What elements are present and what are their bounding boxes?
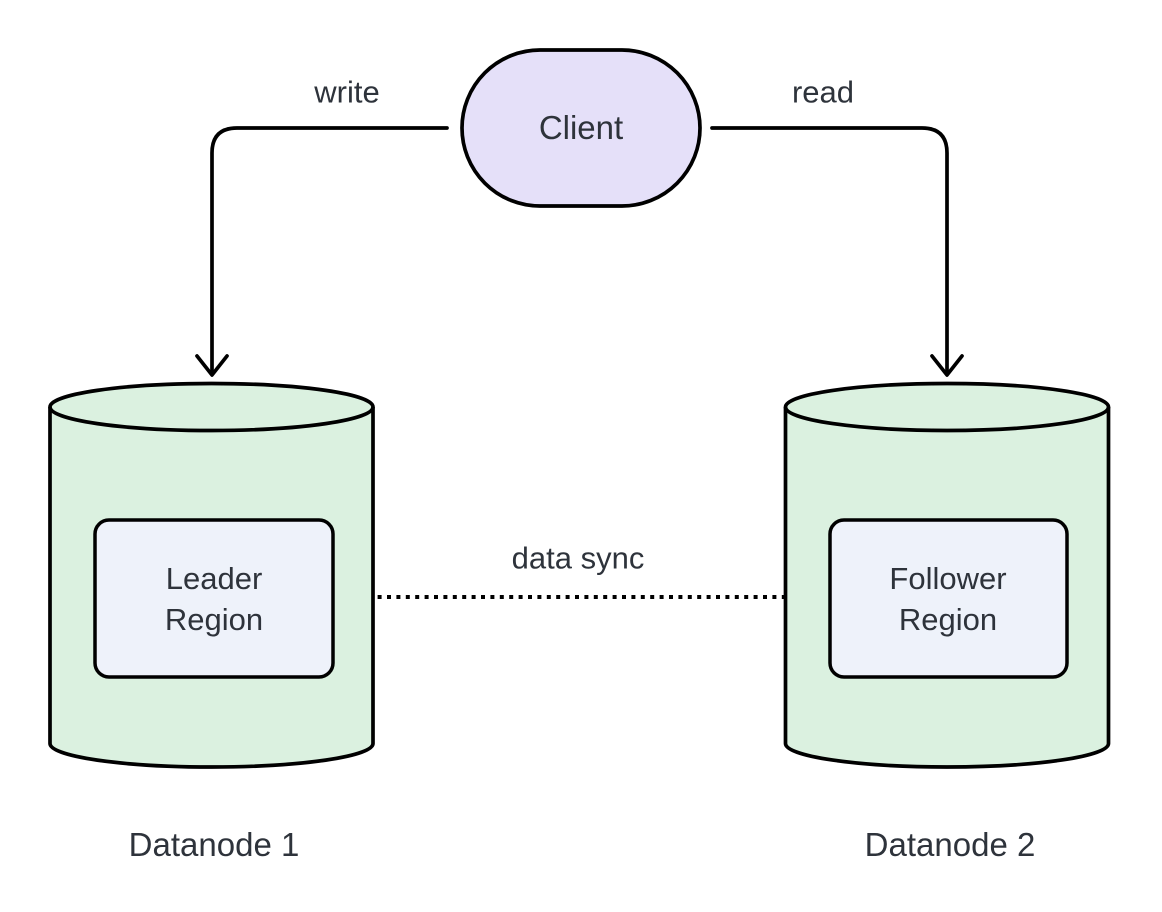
client-label: Client: [538, 109, 624, 147]
write-edge: [195, 126, 449, 377]
datanode1-cylinder: [48, 381, 375, 769]
read-edge-label: read: [791, 74, 855, 110]
datanode2-label: Datanode 2: [864, 826, 1036, 864]
write-arrowhead-icon: [195, 354, 229, 377]
write-edge-line: [210, 126, 449, 376]
client-node: [460, 48, 702, 208]
leader-region-box: [93, 518, 335, 679]
follower-region-box: [828, 518, 1069, 679]
data-sync-edge-label: data sync: [511, 540, 645, 576]
datanode1-label: Datanode 1: [128, 826, 300, 864]
data-sync-edge: [340, 582, 825, 612]
write-edge-label: write: [314, 74, 380, 110]
read-edge: [710, 126, 964, 377]
follower-region-label: Follower Region: [889, 561, 1007, 637]
read-arrowhead-icon: [930, 354, 964, 377]
datanode1-cylinder-rim: [48, 406, 375, 433]
read-edge-line: [710, 126, 949, 376]
datanode2-cylinder: [783, 381, 1111, 769]
datanode2-cylinder-rim: [783, 406, 1111, 433]
leader-region-label: Leader Region: [164, 561, 264, 637]
